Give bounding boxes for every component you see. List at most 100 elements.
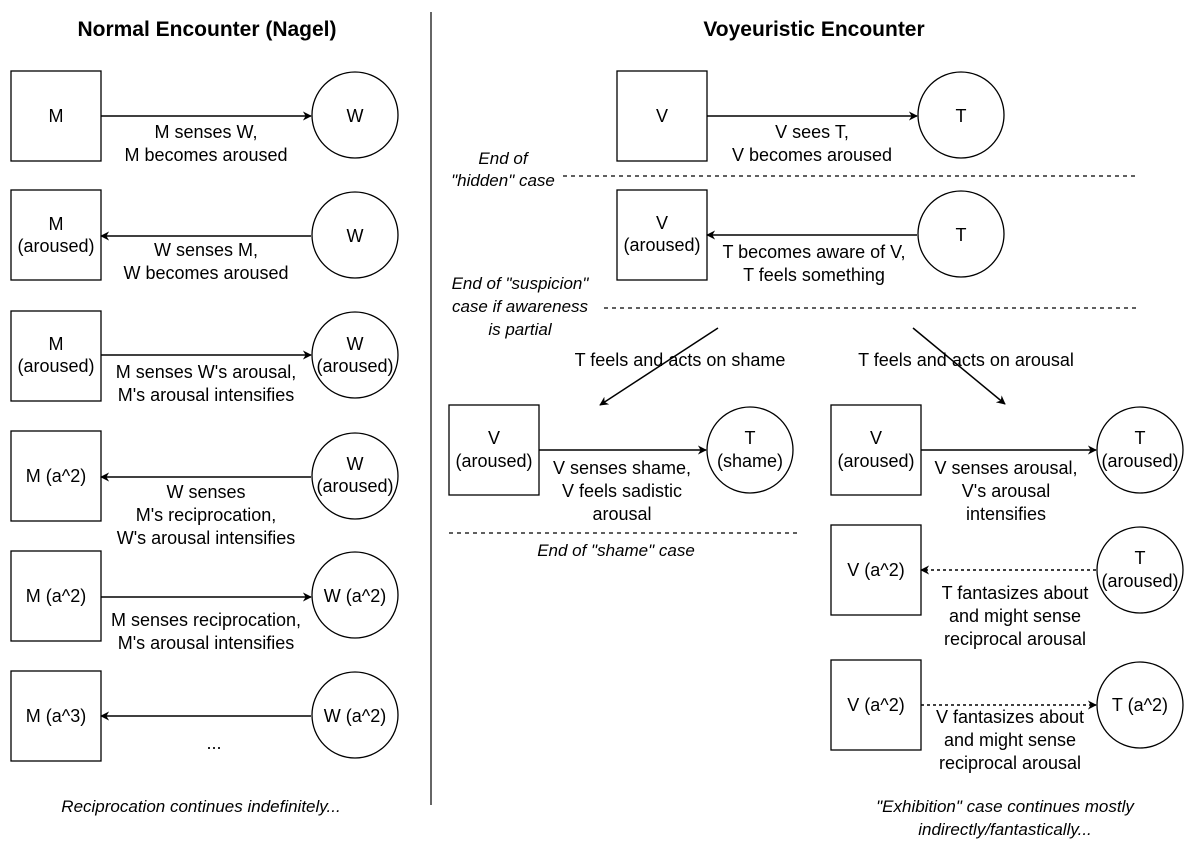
node-t-fantasy1 <box>1096 526 1184 614</box>
edge-label: T becomes aware of V, <box>722 242 905 262</box>
node-w-row6 <box>311 671 399 759</box>
node-m-row2 <box>10 189 102 281</box>
edge-label: T fantasizes about <box>942 583 1089 603</box>
node-w-row5 <box>311 551 399 639</box>
branch-shame-arrow <box>599 327 719 406</box>
node-v-fantasy1 <box>830 524 922 616</box>
node-t-fantasy2 <box>1096 661 1184 749</box>
edge-label: T feels something <box>743 265 885 285</box>
node-t-row2 <box>917 190 1005 278</box>
node-w-row3 <box>311 311 399 399</box>
node-label: W <box>347 226 364 246</box>
right-title: Voyeuristic Encounter <box>703 18 924 41</box>
edge-label: V becomes aroused <box>732 145 892 165</box>
node-label: (aroused) <box>837 451 914 471</box>
node-t-shame <box>706 406 794 494</box>
node-m-row5 <box>10 550 102 642</box>
node-label: T <box>956 225 967 245</box>
node-label: (aroused) <box>316 476 393 496</box>
node-w-row4 <box>311 432 399 520</box>
suspicion-case-note: End of "suspicion" <box>452 274 590 293</box>
node-label: V <box>656 213 668 233</box>
edge-label: M becomes aroused <box>124 145 287 165</box>
edge-label: ... <box>206 733 221 753</box>
node-m-row4 <box>10 430 102 522</box>
edge-label: V feels sadistic <box>562 481 682 501</box>
node-w-row2 <box>311 191 399 279</box>
node-label: M <box>49 214 64 234</box>
edge-label: and might sense <box>949 606 1081 626</box>
node-v-arousal <box>830 404 922 496</box>
left-footer: Reciprocation continues indefinitely... <box>61 797 340 816</box>
branch-arousal-label: T feels and acts on arousal <box>858 350 1074 370</box>
node-label: (aroused) <box>455 451 532 471</box>
edge-label: M senses reciprocation, <box>111 610 301 630</box>
node-label: (aroused) <box>316 356 393 376</box>
suspicion-case-note: case if awareness <box>452 297 589 316</box>
edge-label: M's reciprocation, <box>136 505 276 525</box>
node-label: W (a^2) <box>324 586 386 606</box>
node-label: T <box>745 428 756 448</box>
right-footer: "Exhibition" case continues mostly <box>876 797 1135 816</box>
node-label: (aroused) <box>623 235 700 255</box>
node-v-row2 <box>616 189 708 281</box>
branch-arousal-arrow <box>912 327 1006 405</box>
node-label: V <box>488 428 500 448</box>
edge-label: intensifies <box>966 504 1046 524</box>
edge-label: M senses W, <box>154 122 257 142</box>
edge-label: M senses W's arousal, <box>116 362 297 382</box>
edge-label: W senses M, <box>154 240 258 260</box>
node-label: (aroused) <box>17 356 94 376</box>
node-label: (shame) <box>717 451 783 471</box>
node-label: T <box>1135 428 1146 448</box>
edge-label: arousal <box>592 504 651 524</box>
hidden-case-note: "hidden" case <box>451 171 555 190</box>
edge-label: V senses arousal, <box>934 458 1077 478</box>
left-title: Normal Encounter (Nagel) <box>77 18 336 41</box>
edge-label: reciprocal arousal <box>939 753 1081 773</box>
node-t-arousal <box>1096 406 1184 494</box>
node-v-row1 <box>616 70 708 162</box>
node-label: M (a^2) <box>26 466 86 486</box>
edge-label: V's arousal <box>962 481 1050 501</box>
edge-label: M's arousal intensifies <box>118 385 295 405</box>
node-label: T <box>1135 548 1146 568</box>
edge-label: W's arousal intensifies <box>117 528 296 548</box>
edge-label: and might sense <box>944 730 1076 750</box>
edge-label: W senses <box>166 482 245 502</box>
node-label: V <box>656 106 668 126</box>
node-m-row3 <box>10 310 102 402</box>
node-label: (aroused) <box>17 236 94 256</box>
right-footer: indirectly/fantastically... <box>918 820 1092 839</box>
node-label: W <box>347 334 364 354</box>
edge-label: reciprocal arousal <box>944 629 1086 649</box>
node-label: W <box>347 454 364 474</box>
edge-label: V fantasizes about <box>936 707 1084 727</box>
suspicion-case-note: is partial <box>488 320 553 339</box>
node-label: M <box>49 334 64 354</box>
node-v-shame <box>448 404 540 496</box>
hidden-case-note: End of <box>478 149 529 168</box>
edge-label: M's arousal intensifies <box>118 633 295 653</box>
edge-label: V senses shame, <box>553 458 691 478</box>
node-label: M <box>49 106 64 126</box>
node-label: W <box>347 106 364 126</box>
node-label: V (a^2) <box>847 560 904 580</box>
node-label: M (a^3) <box>26 706 86 726</box>
shame-case-note: End of "shame" case <box>537 541 695 560</box>
node-label: (aroused) <box>1101 571 1178 591</box>
node-label: M (a^2) <box>26 586 86 606</box>
node-label: T (a^2) <box>1112 695 1168 715</box>
node-label: V (a^2) <box>847 695 904 715</box>
node-label: T <box>956 106 967 126</box>
node-label: W (a^2) <box>324 706 386 726</box>
edge-label: V sees T, <box>775 122 849 142</box>
branch-shame-label: T feels and acts on shame <box>575 350 786 370</box>
node-label: V <box>870 428 882 448</box>
node-t-row1 <box>917 71 1005 159</box>
node-label: (aroused) <box>1101 451 1178 471</box>
edge-label: W becomes aroused <box>123 263 288 283</box>
node-w-row1 <box>311 71 399 159</box>
node-v-fantasy2 <box>830 659 922 751</box>
